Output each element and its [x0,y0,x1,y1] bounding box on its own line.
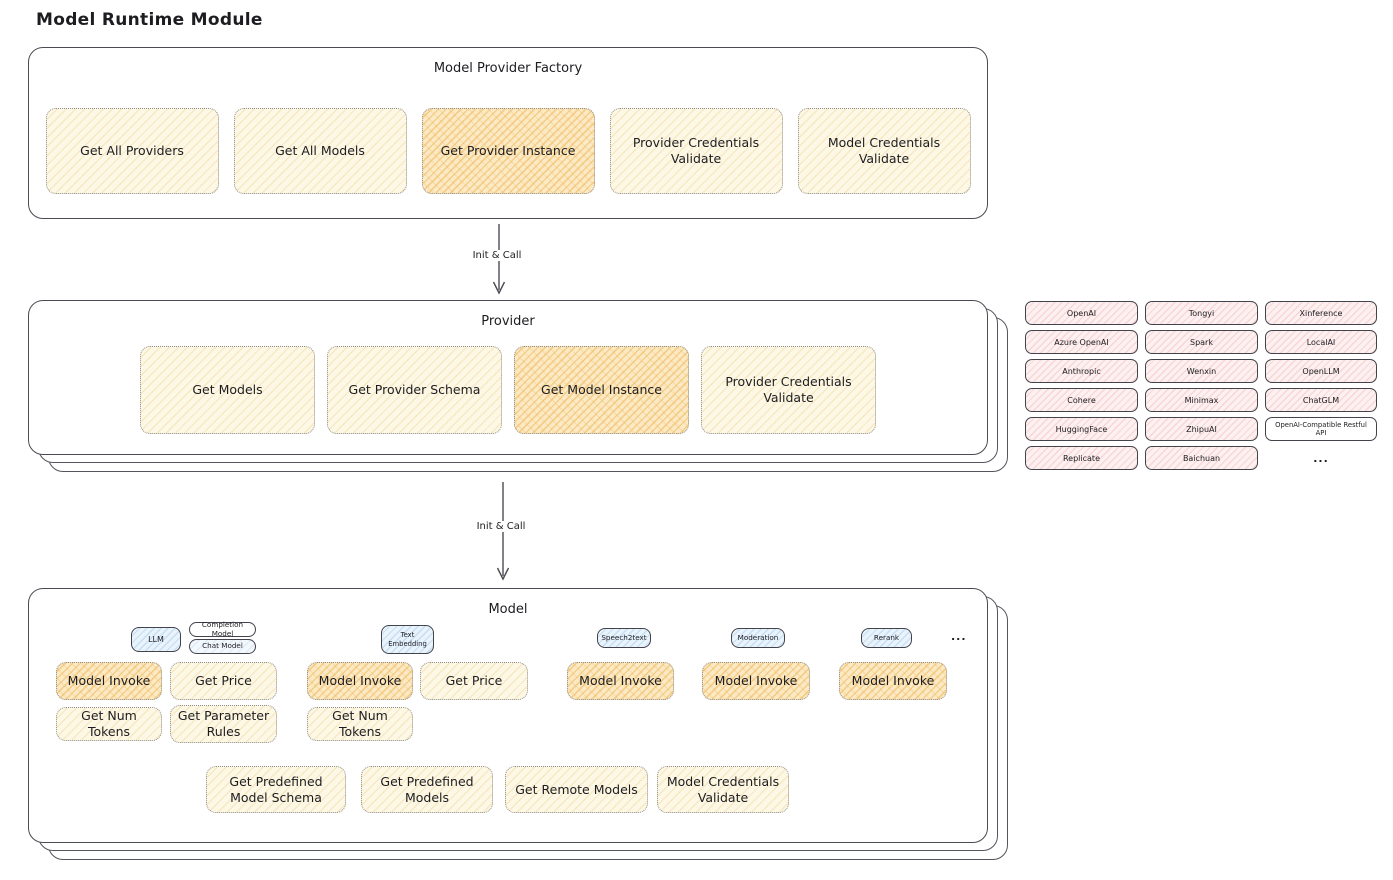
get-predefined-model-schema-box: Get Predefined Model Schema [206,766,346,813]
provider-chip-replicate: Replicate [1025,446,1138,470]
provider-box-row: Get Models Get Provider Schema Get Model… [29,346,987,434]
moderation-model-invoke-box: Model Invoke [702,662,810,700]
rerank-model-invoke-box: Model Invoke [839,662,947,700]
model-panel: Model LLM Completion Model Chat Model Te… [28,588,988,843]
model-provider-factory-panel: Model Provider Factory Get All Providers… [28,47,988,219]
providers-ellipsis: ... [1313,451,1329,465]
provider-chip-openai-compatible: OpenAI-Compatible Restful API [1265,417,1377,441]
get-all-models-box: Get All Models [233,108,407,194]
speech2text-model-invoke-box: Model Invoke [567,662,674,700]
providers-grid: OpenAI Tongyi Xinference Azure OpenAI Sp… [1025,301,1377,470]
init-call-label-1: Init & Call [468,250,526,261]
model-credentials-validate-box: Model Credentials Validate [797,108,971,194]
factory-box-row: Get All Providers Get All Models Get Pro… [29,108,987,194]
chat-model-pill: Chat Model [189,639,256,654]
embedding-get-num-tokens-box: Get Num Tokens [307,707,413,741]
provider-chip-localai: LocalAI [1265,330,1377,354]
arrow-down-icon [496,482,510,581]
provider-chip-azure-openai: Azure OpenAI [1025,330,1138,354]
get-provider-schema-box: Get Provider Schema [327,346,502,434]
moderation-pill: Moderation [731,628,785,648]
get-models-box: Get Models [140,346,315,434]
provider-chip-baichuan: Baichuan [1145,446,1258,470]
get-all-providers-box: Get All Providers [45,108,219,194]
get-predefined-models-box: Get Predefined Models [361,766,493,813]
completion-model-pill: Completion Model [189,620,256,637]
get-model-instance-box: Get Model Instance [514,346,689,434]
llm-get-parameter-rules-box: Get Parameter Rules [170,705,277,743]
provider-credentials-validate-box: Provider Credentials Validate [609,108,783,194]
embedding-get-price-box: Get Price [420,662,528,700]
provider-chip-cohere: Cohere [1025,388,1138,412]
provider-chip-openai: OpenAI [1025,301,1138,325]
init-call-arrow-2 [496,482,510,582]
llm-get-price-box: Get Price [170,662,277,700]
provider-chip-anthropic: Anthropic [1025,359,1138,383]
embedding-model-invoke-box: Model Invoke [307,662,413,700]
diagram-title: Model Runtime Module [36,10,263,30]
provider-chip-chatglm: ChatGLM [1265,388,1377,412]
rerank-pill: Rerank [861,628,912,648]
get-provider-instance-box: Get Provider Instance [421,108,595,194]
init-call-label-2: Init & Call [472,521,530,532]
text-embedding-pill: Text Embedding [381,625,434,654]
provider-chip-huggingface: HuggingFace [1025,417,1138,441]
provider-panel: Provider Get Models Get Provider Schema … [28,300,988,455]
factory-title: Model Provider Factory [433,61,583,76]
get-remote-models-box: Get Remote Models [505,766,648,813]
provider-chip-openllm: OpenLLM [1265,359,1377,383]
llm-get-num-tokens-box: Get Num Tokens [56,707,162,741]
model-types-ellipsis: ... [951,630,967,643]
model-credentials-validate-box-2: Model Credentials Validate [657,766,789,813]
llm-model-invoke-box: Model Invoke [56,662,162,700]
provider-chip-wenxin: Wenxin [1145,359,1258,383]
model-title: Model [488,602,528,617]
provider-chip-tongyi: Tongyi [1145,301,1258,325]
provider-chip-minimax: Minimax [1145,388,1258,412]
provider-chip-xinference: Xinference [1265,301,1377,325]
provider-title: Provider [481,314,535,329]
speech2text-pill: Speech2text [597,628,651,648]
llm-pill: LLM [131,627,181,652]
provider-chip-spark: Spark [1145,330,1258,354]
provider-credentials-validate-box-2: Provider Credentials Validate [701,346,876,434]
provider-chip-zhipuai: ZhipuAI [1145,417,1258,441]
